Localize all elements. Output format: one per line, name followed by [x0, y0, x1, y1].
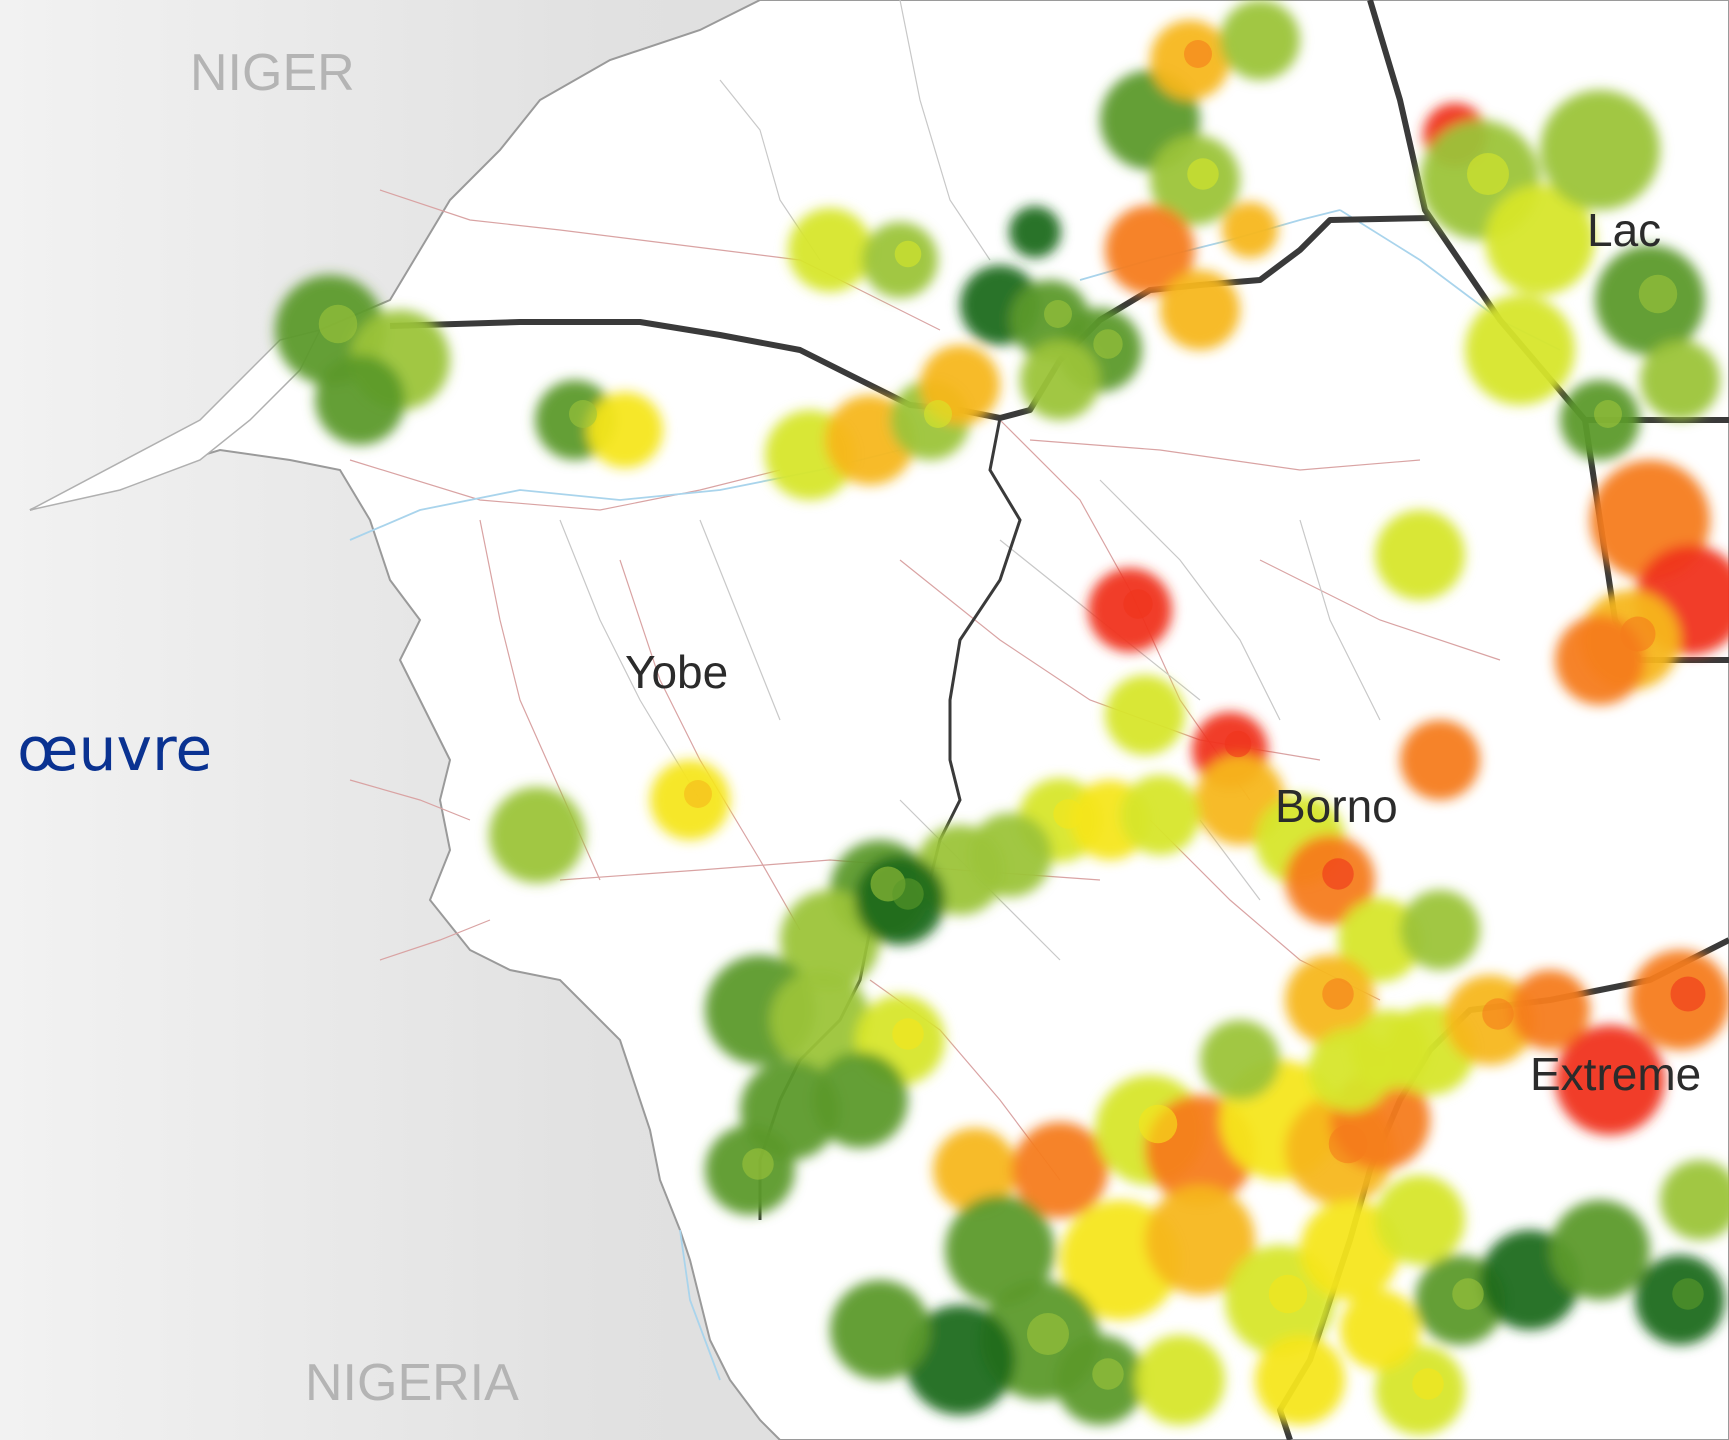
region-label-lac: Lac — [1587, 204, 1661, 256]
intensity-blob — [1400, 890, 1480, 970]
intensity-blob — [788, 208, 872, 292]
intensity-hotspot — [1467, 153, 1509, 195]
slide-title-line-2: e — [0, 860, 212, 904]
intensity-blob — [1540, 90, 1660, 210]
intensity-cores — [318, 40, 1706, 1400]
intensity-hotspot — [892, 1018, 924, 1050]
intensity-hotspot — [1452, 1278, 1484, 1310]
intensity-hotspot — [892, 878, 924, 910]
intensity-blob — [1375, 510, 1465, 600]
intensity-hotspot — [1138, 1104, 1178, 1144]
intensity-hotspot — [1672, 1278, 1704, 1310]
intensity-hotspot — [1044, 300, 1072, 328]
intensity-blob — [1222, 202, 1278, 258]
country-label-nigeria: NIGERIA — [305, 1354, 519, 1412]
intensity-blob — [489, 787, 585, 883]
intensity-hotspot — [1093, 329, 1123, 359]
intensity-hotspot — [1184, 40, 1212, 68]
intensity-hotspot — [1053, 799, 1083, 829]
intensity-blob — [1145, 1185, 1255, 1295]
intensity-blob — [1120, 775, 1200, 855]
intensity-hotspot — [684, 780, 712, 808]
intensity-blob — [933, 1128, 1017, 1212]
intensity-blob — [1465, 295, 1575, 405]
country-label-niger: NIGER — [190, 44, 355, 102]
intensity-blob — [1255, 1335, 1345, 1425]
intensity-hotspot — [1412, 1368, 1444, 1400]
intensity-blob — [587, 392, 663, 468]
intensity-hotspot — [924, 400, 952, 428]
admin-boundaries — [559, 0, 1381, 961]
intensity-blob — [1012, 1122, 1108, 1218]
intensity-blob — [1009, 206, 1061, 258]
intensity-blob — [945, 1195, 1055, 1305]
intensity-blob — [1485, 185, 1595, 295]
intensity-blob — [780, 890, 880, 990]
intensity-hotspot — [318, 304, 358, 344]
intensity-hotspot — [1594, 400, 1622, 428]
intensity-blob — [905, 1305, 1015, 1415]
intensity-blob — [1200, 1020, 1280, 1100]
intensity-hotspot — [1224, 730, 1252, 758]
intensity-blob — [1340, 1290, 1420, 1370]
intensity-blob — [830, 1280, 930, 1380]
intensity-blob — [1220, 0, 1300, 80]
intensity-blob — [1555, 1025, 1665, 1135]
intensity-hotspot — [1482, 998, 1514, 1030]
intensity-blob — [1105, 675, 1185, 755]
intensity-hotspot — [1620, 616, 1656, 652]
region-label-extreme: Extreme — [1530, 1048, 1701, 1100]
intensity-blob — [1640, 340, 1720, 420]
intensity-blob — [770, 970, 870, 1070]
intensity-blob — [1660, 1160, 1729, 1240]
intensity-hotspot — [1670, 976, 1706, 1012]
intensity-blob — [1338, 898, 1422, 982]
intensity-blob — [1020, 340, 1100, 420]
intensity-blob — [1135, 1335, 1225, 1425]
intensity-hotspot — [1322, 858, 1354, 890]
intensity-hotspot — [569, 400, 597, 428]
region-label-borno: Borno — [1275, 780, 1398, 832]
slide-title-line-1: n œuvre — [17, 715, 213, 785]
intensity-blob — [1510, 970, 1590, 1050]
intensity-hotspot — [742, 1148, 774, 1180]
intensity-blob — [1300, 1200, 1400, 1300]
slide-title-fragment: n œuvre e — [0, 640, 212, 948]
intensity-blob — [1400, 720, 1480, 800]
intensity-blob — [1160, 270, 1240, 350]
intensity-blob — [1375, 1175, 1465, 1265]
intensity-blob — [1550, 1200, 1650, 1300]
intensity-hotspot — [1123, 589, 1153, 619]
intensity-hotspot — [1322, 978, 1354, 1010]
intensity-hotspot — [1092, 1358, 1124, 1390]
intensity-hotspot — [1328, 1124, 1368, 1164]
intensity-hotspot — [1027, 1313, 1069, 1355]
intensity-hotspot — [1187, 158, 1219, 190]
intensity-hotspot — [894, 240, 922, 268]
intensity-blob — [1308, 1028, 1392, 1112]
intensity-blob — [315, 355, 405, 445]
intensity-hotspot — [1638, 274, 1678, 314]
intensity-blob — [1105, 205, 1195, 295]
intensity-hotspot — [1268, 1274, 1308, 1314]
region-label-yobe: Yobe — [625, 646, 728, 698]
intensity-blob — [968, 813, 1052, 897]
